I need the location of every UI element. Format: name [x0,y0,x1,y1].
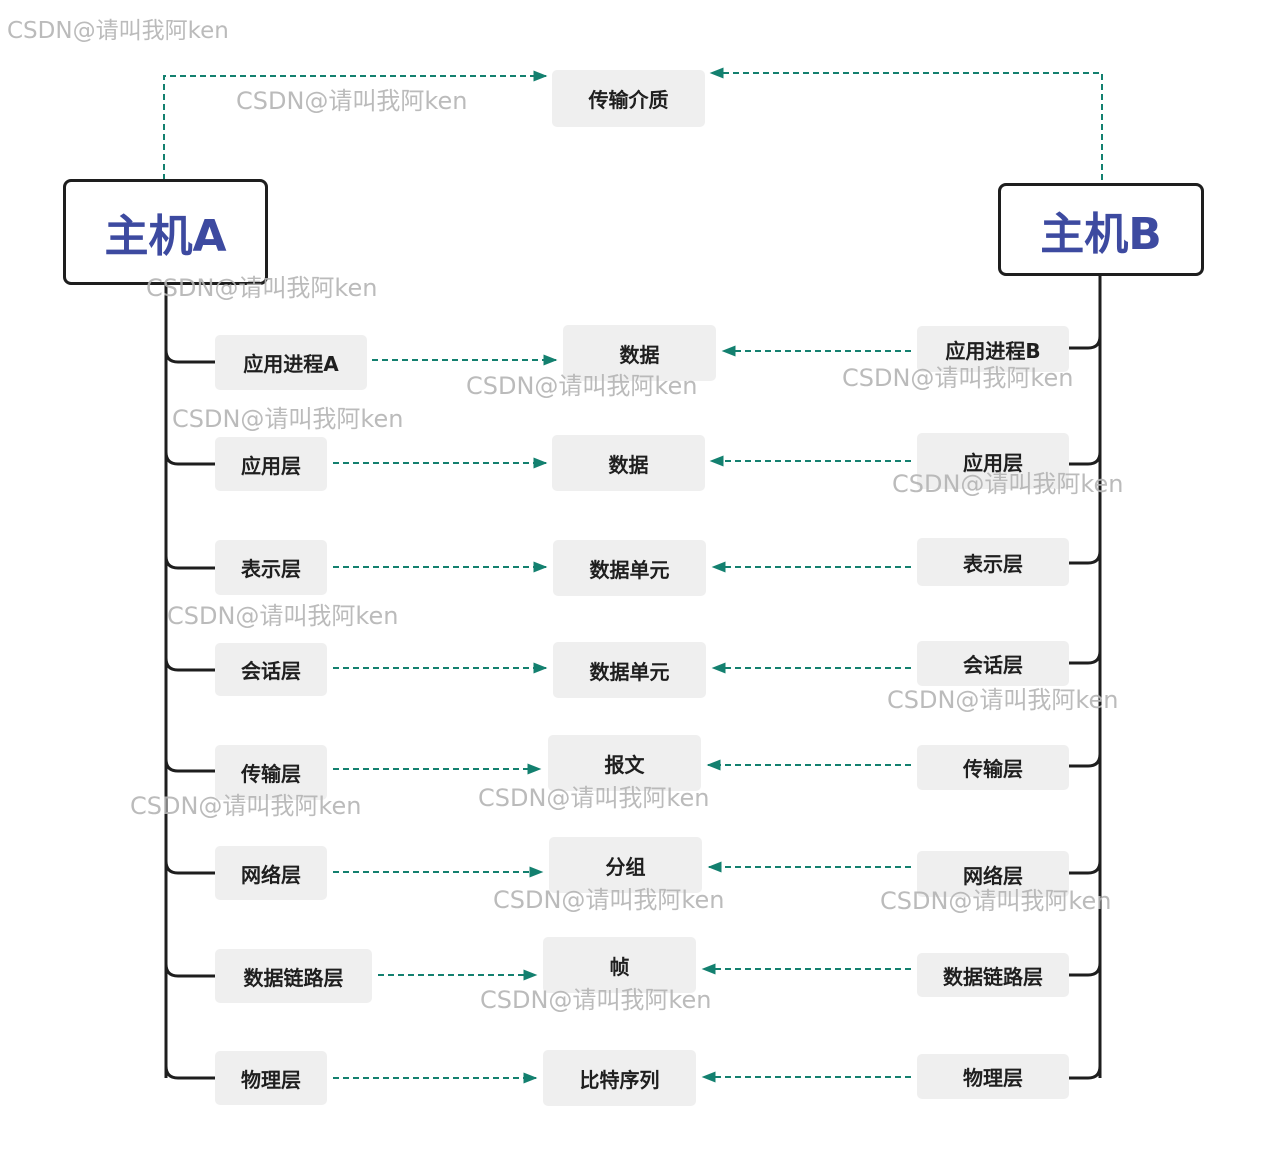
medium-link-a [163,70,548,180]
transmission-medium-box: 传输介质 [552,70,705,127]
left-layer-presentation: 表示层 [215,540,327,595]
watermark: CSDN@请叫我阿ken [167,602,399,630]
left-layer-data-link: 数据链路层 [215,949,372,1003]
watermark: CSDN@请叫我阿ken [236,87,468,115]
left-layer-physical: 物理层 [215,1051,327,1105]
right-branches [1069,335,1102,1080]
right-layer-application-process: 应用进程B [917,326,1069,372]
mid-unit-bit-sequence: 比特序列 [543,1050,696,1106]
right-layer-presentation: 表示层 [917,538,1069,586]
host-a: 主机A [63,179,268,285]
arrows-left-to-mid [333,354,558,1084]
watermark: CSDN@请叫我阿ken [842,364,1074,392]
watermark: CSDN@请叫我阿ken [493,886,725,914]
watermark: CSDN@请叫我阿ken [880,887,1112,915]
left-layer-transport: 传输层 [215,745,327,800]
watermark: CSDN@请叫我阿ken [480,986,712,1014]
right-layer-transport: 传输层 [917,745,1069,790]
watermark: CSDN@请叫我阿ken [7,18,229,44]
right-layer-network: 网络层 [917,851,1069,897]
watermark: CSDN@请叫我阿ken [892,470,1124,498]
left-layer-session: 会话层 [215,643,327,696]
mid-unit-data-unit-presentation: 数据单元 [553,540,706,596]
arrows-right-to-mid [701,345,911,1083]
watermark: CSDN@请叫我阿ken [887,686,1119,714]
right-layer-data-link: 数据链路层 [917,953,1069,997]
watermark: CSDN@请叫我阿ken [478,784,710,812]
left-branches [164,349,215,1080]
watermark: CSDN@请叫我阿ken [466,372,698,400]
watermark: CSDN@请叫我阿ken [130,792,362,820]
left-layer-application-process: 应用进程A [215,335,367,390]
medium-link-b [709,67,1103,180]
host-b: 主机B [998,183,1204,276]
left-layer-network: 网络层 [215,846,327,900]
watermark: CSDN@请叫我阿ken [172,405,404,433]
mid-unit-data: 数据 [552,435,705,491]
mid-unit-frame: 帧 [543,937,696,993]
right-layer-physical: 物理层 [917,1054,1069,1099]
watermark: CSDN@请叫我阿ken [146,274,378,302]
right-layer-session: 会话层 [917,641,1069,686]
mid-unit-data-process: 数据 [563,325,716,381]
right-layer-application: 应用层 [917,433,1069,489]
mid-unit-data-unit-session: 数据单元 [553,642,706,698]
mid-unit-segment: 报文 [548,735,701,791]
left-layer-application: 应用层 [215,437,327,491]
mid-unit-packet: 分组 [549,837,702,893]
